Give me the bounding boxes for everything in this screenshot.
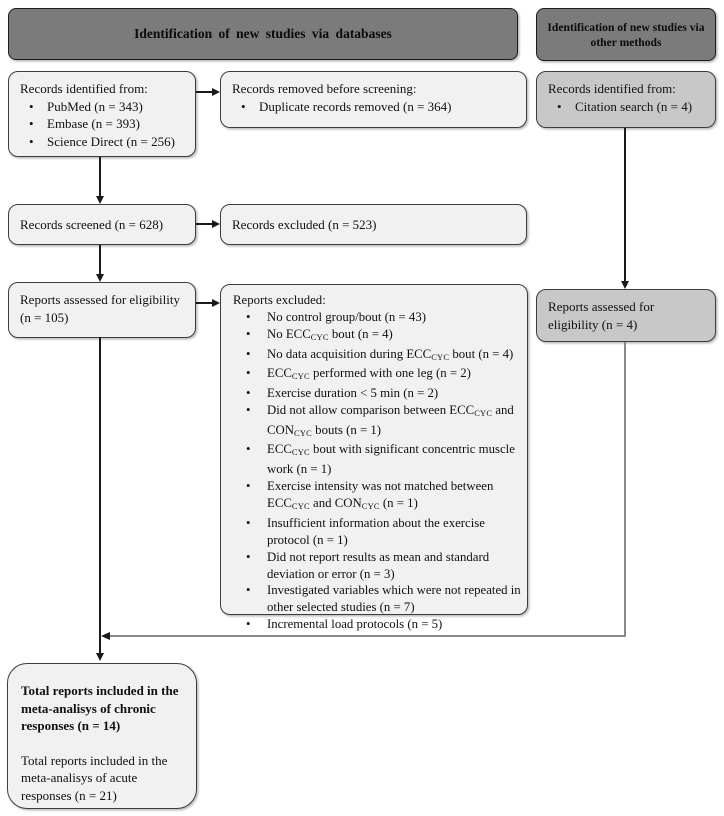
box-reports-assessed: Reports assessed for eligibility (n = 10… — [8, 282, 196, 338]
bullet-item: PubMed (n = 343) — [20, 98, 187, 116]
arrow-identified-to-screened-head — [95, 196, 104, 204]
box-total-included: Total reports included in the meta-anali… — [7, 663, 197, 809]
connector-other-assessed-horizontal — [110, 635, 626, 637]
bullet-item: No ECCCYC bout (n = 4) — [233, 326, 521, 346]
bullet-item: Citation search (n = 4) — [548, 98, 707, 116]
box-records-identified: Records identified from: PubMed (n = 343… — [8, 71, 196, 157]
bullet-item: No data acquisition during ECCCYC bout (… — [233, 346, 521, 366]
arrow-assessed-to-total-head — [95, 653, 104, 661]
records-identified-other-title: Records identified from: — [548, 81, 676, 96]
records-excluded-label: Records excluded (n = 523) — [232, 216, 377, 232]
arrow-screened-to-assessed-line — [99, 245, 101, 274]
box-records-excluded: Records excluded (n = 523) — [220, 204, 527, 245]
records-screened-label: Records screened (n = 628) — [20, 216, 164, 232]
bullet-item: Exercise intensity was not matched betwe… — [233, 478, 521, 515]
bullet-item: ECCCYC performed with one leg (n = 2) — [233, 365, 521, 385]
total-included-chronic: Total reports included in the meta-anali… — [21, 683, 179, 733]
bullet-item: Did not allow comparison between ECCCYC … — [233, 402, 521, 442]
box-records-removed: Records removed before screening: Duplic… — [220, 71, 527, 128]
records-identified-other-bullets: Citation search (n = 4) — [548, 98, 707, 116]
header-identification-databases: Identification of new studies via databa… — [8, 8, 518, 60]
bullet-item: Incremental load protocols (n = 5) — [233, 616, 521, 633]
total-included-acute: Total reports included in the meta-anali… — [21, 752, 168, 803]
bullet-item: Duplicate records removed (n = 364) — [232, 98, 518, 116]
box-records-screened: Records screened (n = 628) — [8, 204, 196, 245]
bullet-item: ECCCYC bout with significant concentric … — [233, 441, 521, 478]
arrow-other-identified-to-assessed-line — [624, 128, 626, 281]
reports-assessed-label: Reports assessed for eligibility (n = 10… — [20, 292, 180, 325]
connector-other-assessed-head — [101, 631, 110, 640]
arrow-identified-to-removed-line — [196, 91, 213, 93]
box-reports-assessed-other: Reports assessed for eligibility (n = 4) — [536, 289, 716, 342]
reports-excluded-title: Reports excluded: — [233, 293, 326, 307]
bullet-item: Did not report results as mean and stand… — [233, 549, 521, 583]
bullet-item: Embase (n = 393) — [20, 115, 187, 133]
header-databases-label: Identification of new studies via databa… — [134, 26, 392, 41]
box-records-identified-other: Records identified from: Citation search… — [536, 71, 716, 128]
arrow-assessed-to-reports-excluded-head — [212, 298, 220, 307]
records-identified-bullets: PubMed (n = 343)Embase (n = 393)Science … — [20, 98, 187, 151]
arrow-identified-to-removed-head — [212, 87, 220, 96]
bullet-item: Investigated variables which were not re… — [233, 582, 521, 616]
arrow-screened-to-assessed-head — [95, 274, 104, 282]
reports-excluded-bullets: No control group/bout (n = 43)No ECCCYC … — [233, 309, 521, 633]
reports-assessed-other-label: Reports assessed for eligibility (n = 4) — [548, 299, 655, 332]
arrow-assessed-to-reports-excluded-line — [196, 302, 213, 304]
header-other-methods-label: Identification of new studies via other … — [547, 20, 705, 49]
records-identified-title: Records identified from: — [20, 81, 148, 96]
header-identification-other-methods: Identification of new studies via other … — [536, 8, 716, 61]
bullet-item: Exercise duration < 5 min (n = 2) — [233, 385, 521, 402]
arrow-screened-to-excluded-line — [196, 223, 213, 225]
arrow-identified-to-screened-line — [99, 157, 101, 196]
arrow-other-identified-to-assessed-head — [620, 281, 629, 289]
box-reports-excluded: Reports excluded: No control group/bout … — [220, 284, 528, 633]
bullet-item: Insufficient information about the exerc… — [233, 515, 521, 549]
arrow-screened-to-excluded-head — [212, 219, 220, 228]
bullet-item: Science Direct (n = 256) — [20, 133, 187, 151]
records-removed-bullets: Duplicate records removed (n = 364) — [232, 98, 518, 116]
arrow-assessed-to-total-line — [99, 337, 101, 653]
connector-other-assessed-vertical — [624, 342, 626, 637]
records-removed-title: Records removed before screening: — [232, 81, 417, 96]
bullet-item: No control group/bout (n = 43) — [233, 309, 521, 326]
